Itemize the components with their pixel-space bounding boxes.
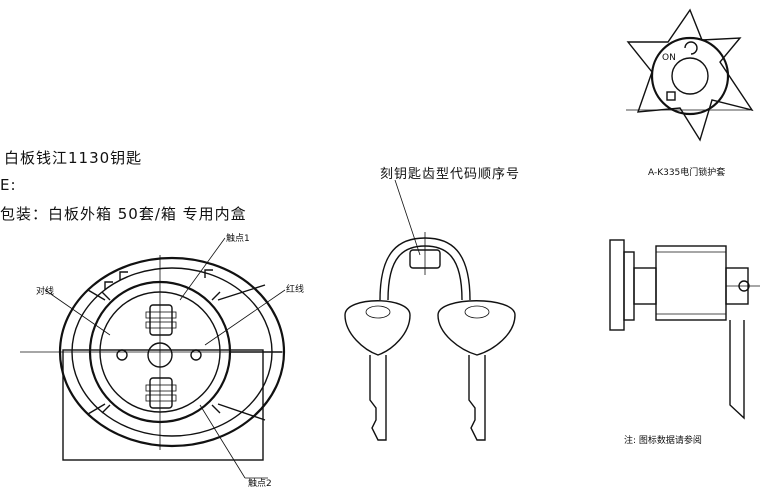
packaging-text: 包装：白板外箱 50套/箱 专用内盒 <box>0 205 247 223</box>
switch-label-bottom: 触点2 <box>248 479 272 489</box>
svg-text:ON: ON <box>662 53 676 63</box>
star-sleeve-drawing: ON <box>626 8 754 142</box>
key-code-note: 刻钥匙齿型代码顺序号 <box>380 167 521 182</box>
sleeve-label: A-K335电门锁护套 <box>648 168 726 178</box>
product-name-text: 白板钱江1130钥匙 <box>4 149 143 167</box>
switch-label-top: 触点1 <box>226 234 250 244</box>
bottom-right-label: 注: 图标数据请参阅 <box>624 436 702 446</box>
switch-label-right: 红线 <box>286 285 305 295</box>
spec-label-text: E: <box>0 176 17 194</box>
ignition-switch-front-view <box>20 237 286 479</box>
switch-label-left: 对线 <box>36 287 55 297</box>
key-pair-drawing <box>344 179 516 441</box>
lock-cylinder-side-view <box>609 239 760 420</box>
